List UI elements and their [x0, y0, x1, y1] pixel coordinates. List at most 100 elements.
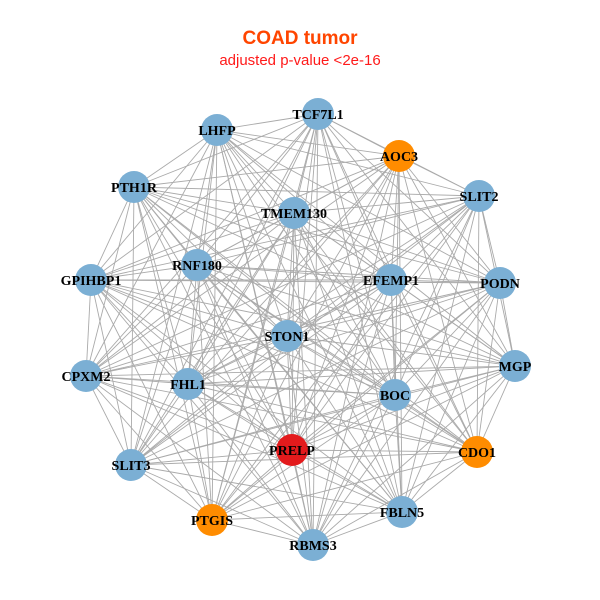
edge-LHFP-PODN: [216, 129, 501, 284]
edge-SLIT2-FBLN5: [401, 195, 480, 513]
edge-TCF7L1-RBMS3: [312, 113, 319, 546]
node-aoc3[interactable]: AOC3: [380, 140, 418, 172]
edge-TCF7L1-CPXM2: [85, 113, 319, 377]
node-circle: [383, 140, 415, 172]
node-slit3[interactable]: SLIT3: [112, 449, 151, 481]
edge-PTH1R-TMEM130: [133, 186, 295, 214]
node-label: SLIT2: [460, 190, 499, 205]
edge-SLIT2-PRELP: [291, 195, 480, 451]
node-label: CDO1: [458, 446, 496, 461]
edge-PRELP-RBMS3: [291, 449, 314, 546]
node-circle: [302, 98, 334, 130]
node-mgp[interactable]: MGP: [499, 350, 532, 382]
node-label: GPIHBP1: [61, 274, 122, 289]
edge-SLIT3-PTGIS: [130, 464, 213, 521]
edge-LHFP-CPXM2: [85, 129, 218, 377]
edge-GPIHBP1-RBMS3: [90, 279, 314, 546]
node-rnf180[interactable]: RNF180: [172, 249, 222, 281]
edge-GPIHBP1-CPXM2: [85, 279, 92, 377]
node-fbln5[interactable]: FBLN5: [380, 496, 424, 528]
edge-LHFP-PTH1R: [133, 129, 218, 188]
edge-PRELP-CDO1: [291, 449, 478, 453]
node-efemp1[interactable]: EFEMP1: [363, 264, 419, 296]
edge-LHFP-SLIT3: [130, 129, 218, 466]
node-label: CPXM2: [62, 370, 111, 385]
edge-AOC3-LHFP: [216, 129, 400, 157]
edge-TCF7L1-GPIHBP1: [90, 113, 319, 281]
node-cpxm2[interactable]: CPXM2: [62, 360, 111, 392]
node-lhfp[interactable]: LHFP: [198, 114, 236, 146]
edge-AOC3-MGP: [398, 155, 516, 367]
node-podn[interactable]: PODN: [480, 267, 520, 299]
edge-CPXM2-PRELP: [85, 375, 293, 451]
node-ston1[interactable]: STON1: [265, 320, 310, 352]
node-circle: [484, 267, 516, 299]
edge-AOC3-STON1: [286, 155, 400, 337]
edge-MGP-FHL1: [187, 365, 516, 385]
edge-CDO1-PTGIS: [211, 451, 478, 521]
edge-EFEMP1-CDO1: [390, 279, 478, 453]
edge-STON1-SLIT3: [130, 335, 288, 466]
edge-RNF180-FHL1: [187, 264, 198, 385]
figure-subtitle: adjusted p-value <2e-16: [219, 52, 381, 69]
edge-TMEM130-CPXM2: [85, 212, 295, 377]
edge-TCF7L1-SLIT3: [130, 113, 319, 466]
edge-FHL1-PTGIS: [187, 383, 213, 521]
edge-LHFP-PTGIS: [211, 129, 218, 521]
edge-PODN-SLIT3: [130, 282, 501, 466]
node-label: SLIT3: [112, 459, 151, 474]
node-pth1r[interactable]: PTH1R: [111, 171, 158, 203]
edge-RNF180-PRELP: [196, 264, 293, 451]
edge-TMEM130-GPIHBP1: [90, 212, 295, 281]
edge-MGP-PTGIS: [211, 365, 516, 521]
edge-GPIHBP1-MGP: [90, 279, 516, 367]
node-rbms3[interactable]: RBMS3: [289, 529, 337, 561]
edge-STON1-PTGIS: [211, 335, 288, 521]
node-fhl1[interactable]: FHL1: [170, 368, 206, 400]
edge-BOC-RBMS3: [312, 394, 396, 546]
edge-MGP-CPXM2: [85, 365, 516, 377]
node-circle: [499, 350, 531, 382]
edge-AOC3-PODN: [398, 155, 501, 284]
edge-CDO1-FBLN5: [401, 451, 478, 513]
edge-TMEM130-RBMS3: [293, 212, 314, 546]
node-circle: [386, 496, 418, 528]
edge-PTH1R-FHL1: [133, 186, 189, 385]
figure-title: COAD tumor: [242, 28, 358, 49]
node-label: TMEM130: [261, 207, 327, 222]
edge-BOC-CDO1: [394, 394, 478, 453]
edge-AOC3-GPIHBP1: [90, 155, 400, 281]
edge-EFEMP1-RBMS3: [312, 279, 392, 546]
edge-FHL1-RBMS3: [187, 383, 314, 546]
edge-STON1-BOC: [286, 335, 396, 396]
edge-RNF180-PODN: [196, 264, 501, 284]
node-slit2[interactable]: SLIT2: [460, 180, 499, 212]
edge-CPXM2-SLIT3: [85, 375, 132, 466]
edge-PTH1R-CDO1: [133, 186, 478, 453]
edge-SLIT3-RBMS3: [130, 464, 314, 546]
node-circle: [461, 436, 493, 468]
node-tmem130[interactable]: TMEM130: [261, 197, 327, 229]
node-circle: [271, 320, 303, 352]
edge-GPIHBP1-SLIT3: [90, 279, 132, 466]
edge-SLIT3-FBLN5: [130, 464, 403, 513]
node-label: EFEMP1: [363, 274, 419, 289]
edge-LHFP-RBMS3: [216, 129, 314, 546]
node-ptgis[interactable]: PTGIS: [191, 504, 233, 536]
edge-BOC-FBLN5: [394, 394, 403, 513]
node-circle: [278, 197, 310, 229]
node-gpihbp1[interactable]: GPIHBP1: [61, 264, 122, 296]
edge-AOC3-CDO1: [398, 155, 478, 453]
edge-TCF7L1-FBLN5: [317, 113, 403, 513]
node-prelp[interactable]: PRELP: [269, 434, 315, 466]
node-label: AOC3: [380, 150, 418, 165]
edge-LHFP-SLIT2: [216, 129, 480, 197]
edge-AOC3-PTH1R: [133, 155, 400, 188]
node-cdo1[interactable]: CDO1: [458, 436, 496, 468]
node-circle: [463, 180, 495, 212]
edge-TMEM130-RNF180: [196, 212, 295, 266]
node-tcf7l1[interactable]: TCF7L1: [292, 98, 344, 130]
edge-FHL1-SLIT3: [130, 383, 189, 466]
node-boc[interactable]: BOC: [379, 379, 411, 411]
